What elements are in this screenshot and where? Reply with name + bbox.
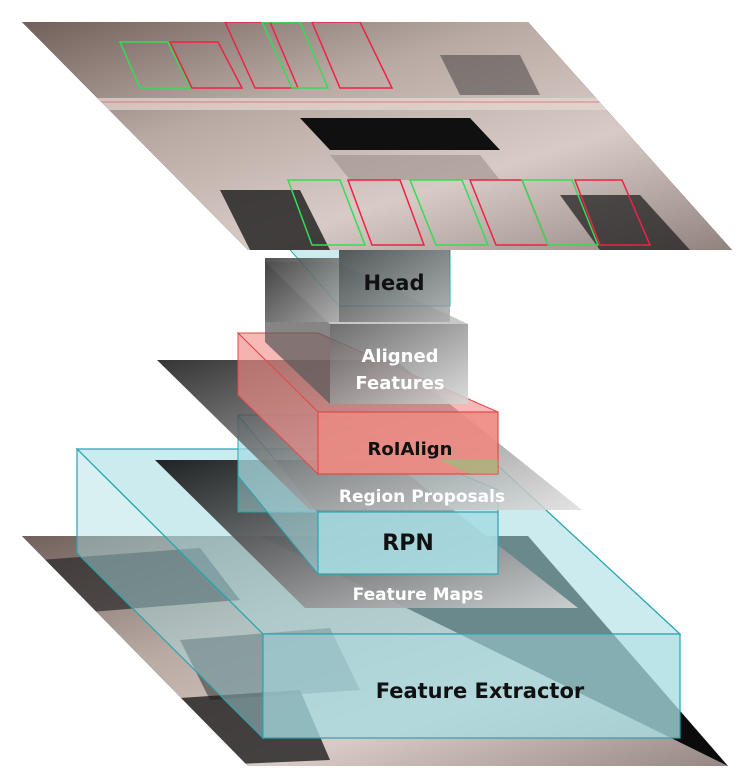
aligned-features-label-line2: Features [355, 373, 444, 394]
detection-boxes [118, 22, 652, 246]
output-image-plane [22, 22, 732, 250]
feature-maps-label: Feature Maps [353, 585, 484, 605]
feature-extractor-label: Feature Extractor [376, 679, 585, 703]
head-label: Head [363, 271, 424, 295]
region-proposals-label: Region Proposals [339, 487, 505, 507]
rpn-label: RPN [382, 531, 433, 556]
roialign-label: RoIAlign [368, 439, 453, 460]
head-block [265, 243, 451, 322]
aligned-features-label-line1: Aligned [361, 346, 438, 367]
